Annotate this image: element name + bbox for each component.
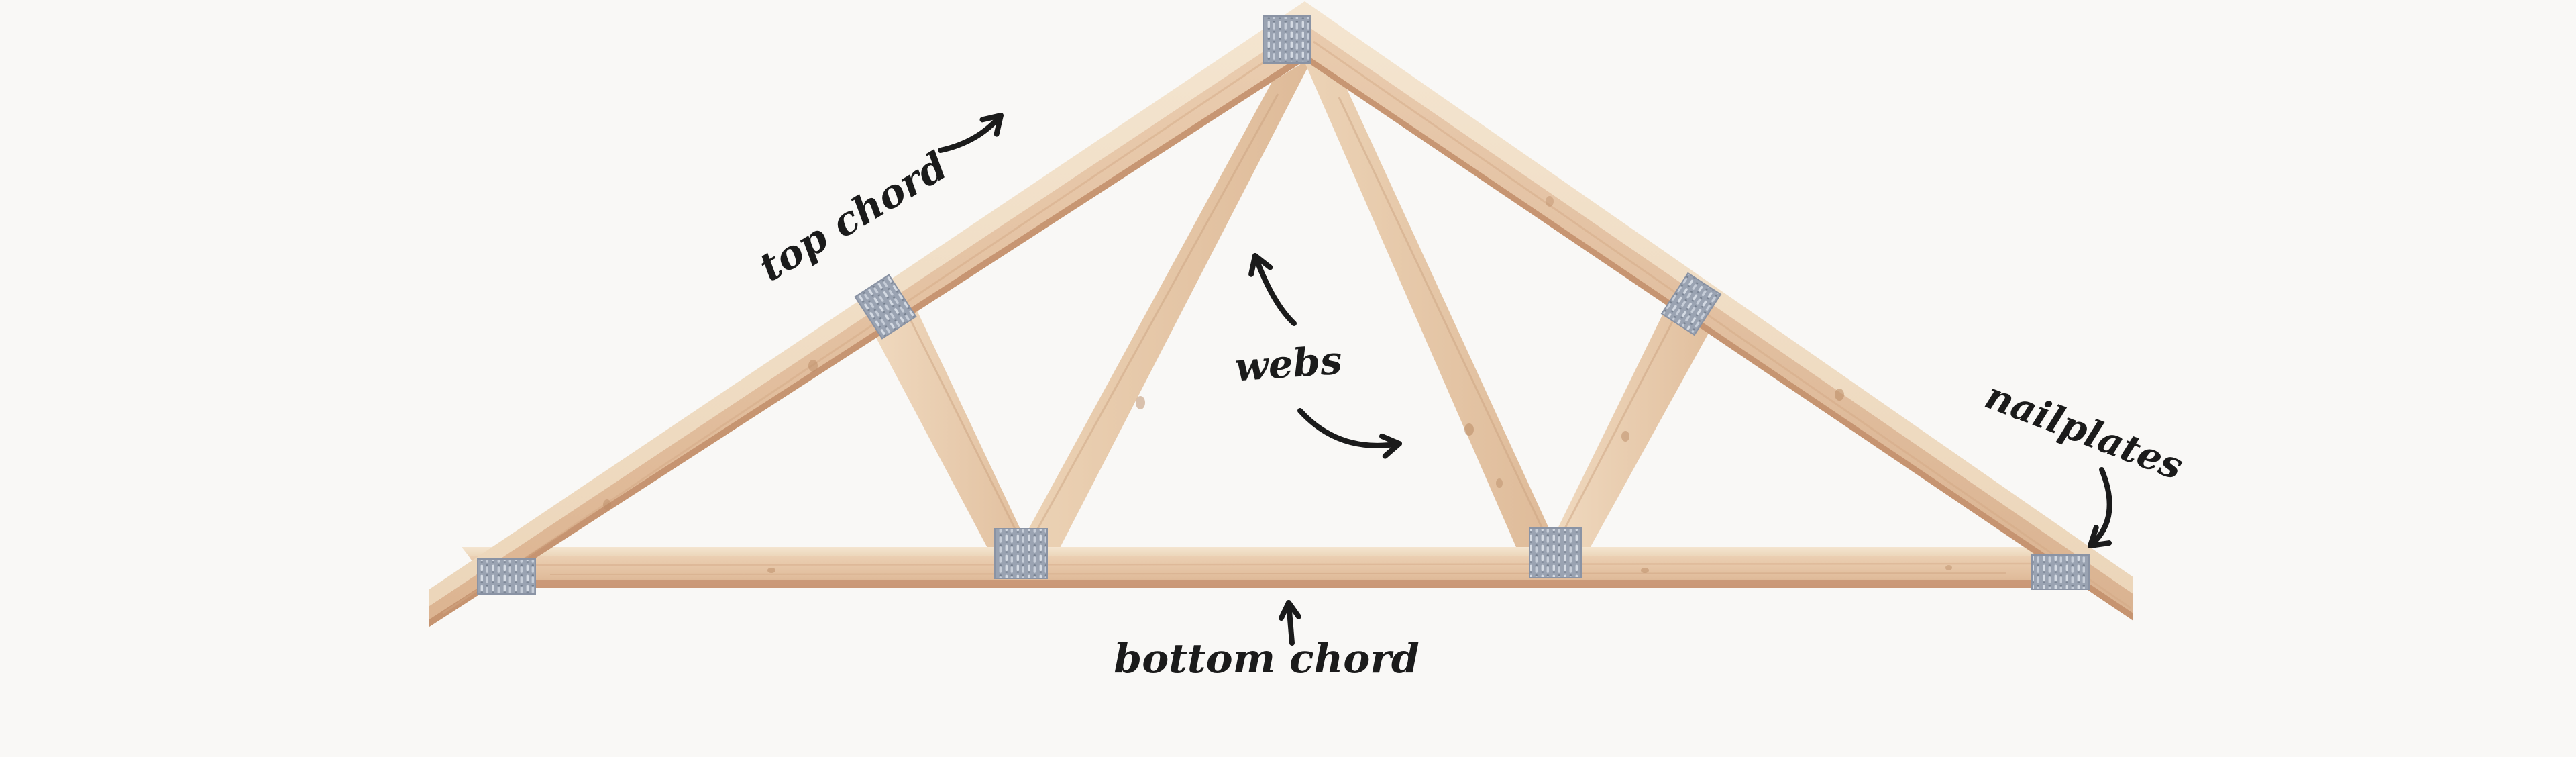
web-left-outer [865, 289, 1031, 552]
nailplate-left-v [994, 528, 1048, 579]
arrow-nailplates [2088, 467, 2112, 548]
label-bottom-chord: bottom chord [1114, 636, 1419, 683]
nailplate-right-heel [2031, 554, 2090, 590]
arrow-webs-upper [1248, 253, 1297, 326]
web-right-inner [1302, 56, 1560, 552]
label-webs: webs [1233, 338, 1343, 391]
nailplate-left-mid [854, 274, 917, 340]
web-left-inner [1016, 56, 1313, 552]
web-right-outer [1546, 300, 1711, 552]
bottom-chord-beam [462, 547, 2086, 588]
arrow-webs-lower [1297, 408, 1402, 459]
nailplate-right-v [1529, 527, 1582, 578]
nailplate-left-heel [477, 558, 536, 595]
nailplate-apex [1263, 15, 1311, 64]
nailplate-right-mid [1660, 272, 1722, 336]
arrow-bottom-chord [1278, 600, 1301, 646]
arrow-top-chord [938, 113, 1004, 153]
